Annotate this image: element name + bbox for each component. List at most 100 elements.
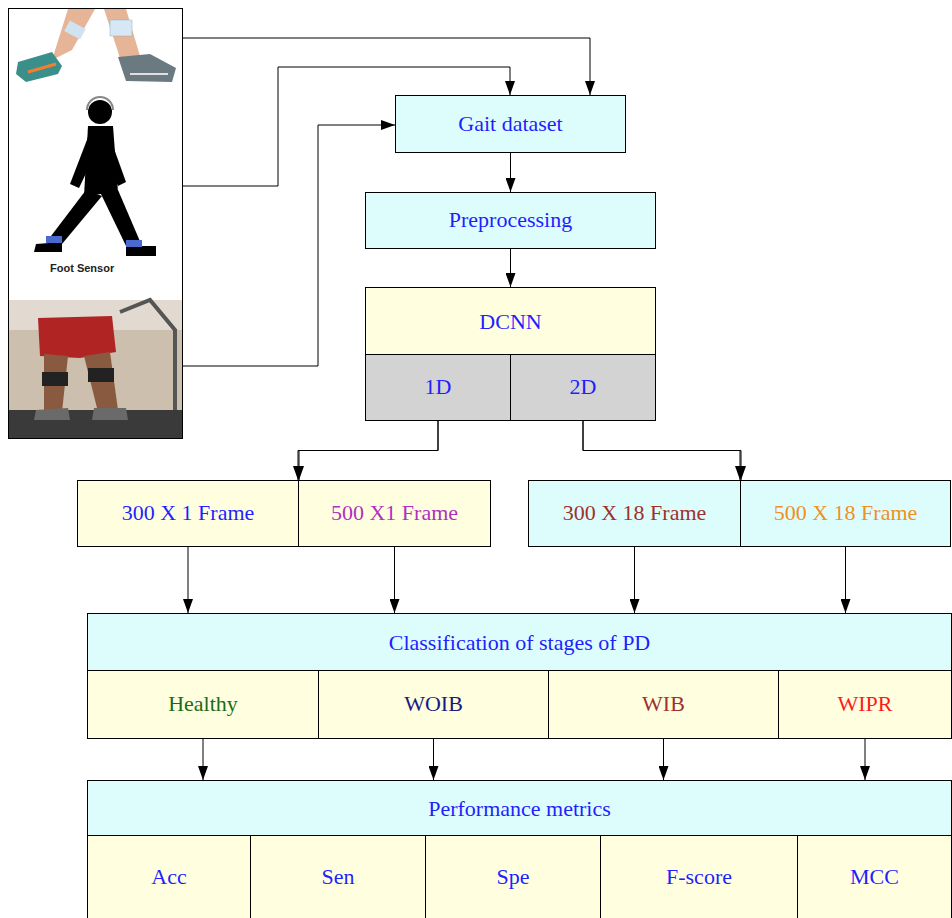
flow-arrow bbox=[663, 739, 664, 780]
leg bbox=[52, 9, 95, 60]
flow-arrow bbox=[510, 153, 511, 192]
box-label: 2D bbox=[570, 374, 597, 400]
box-label: 300 X 1 Frame bbox=[122, 500, 255, 526]
head bbox=[88, 100, 112, 124]
text-area: DCNN bbox=[366, 288, 655, 356]
flow-arrow bbox=[510, 249, 511, 287]
process-box: Gait dataset bbox=[395, 95, 626, 153]
treadmill-photo bbox=[9, 300, 182, 438]
arm bbox=[102, 132, 126, 186]
image-caption: Foot Sensor bbox=[50, 262, 114, 274]
process-box: 300 X 18 Frame bbox=[528, 480, 741, 547]
flow-arrow bbox=[634, 547, 635, 613]
knee-brace bbox=[42, 372, 68, 386]
cell-box: 2D bbox=[510, 354, 656, 421]
box-label: 500 X 18 Frame bbox=[774, 500, 918, 526]
shoe-stripe bbox=[130, 73, 168, 75]
flow-arrow bbox=[845, 547, 846, 613]
source-line bbox=[182, 125, 395, 366]
flow-arrow bbox=[433, 739, 434, 780]
sensor-band bbox=[110, 20, 132, 36]
text-area: 2D bbox=[511, 355, 655, 420]
text-area: Acc bbox=[88, 836, 250, 918]
image-panel bbox=[9, 9, 183, 439]
leg bbox=[84, 352, 118, 412]
photo-ground bbox=[9, 300, 182, 438]
flow-arrow bbox=[865, 739, 866, 780]
foot-sensor bbox=[126, 240, 142, 247]
flow-arrow bbox=[299, 421, 438, 480]
foot bbox=[34, 242, 62, 252]
shoe bbox=[34, 408, 70, 420]
text-area: Preprocessing bbox=[366, 193, 655, 248]
cell-box: Healthy bbox=[87, 670, 319, 739]
text-area: Spe bbox=[426, 836, 600, 918]
cell-box: WIPR bbox=[778, 670, 952, 739]
box-label: Sen bbox=[322, 864, 355, 890]
flow-arrow bbox=[394, 547, 395, 613]
cell-box: WOIB bbox=[318, 670, 549, 739]
flow-arrow bbox=[188, 547, 189, 613]
cell-box: Spe bbox=[425, 835, 601, 918]
process-box: 1D 2D DCNN bbox=[365, 287, 656, 421]
text-area: MCC bbox=[798, 836, 951, 918]
box-label: MCC bbox=[850, 864, 899, 890]
box-label: Spe bbox=[497, 864, 530, 890]
legs-photo bbox=[16, 9, 176, 82]
text-area: Classification of stages of PD bbox=[88, 614, 951, 672]
box-label: Healthy bbox=[168, 691, 238, 717]
text-area: 500 X1 Frame bbox=[299, 481, 490, 546]
foot bbox=[126, 246, 156, 256]
text-area: Sen bbox=[251, 836, 425, 918]
handrail bbox=[120, 300, 175, 410]
process-box: 500 X 18 Frame bbox=[740, 480, 951, 547]
text-area: WOIB bbox=[319, 671, 548, 738]
arm bbox=[70, 132, 101, 188]
flow-arrow bbox=[583, 421, 740, 480]
leg bbox=[100, 190, 142, 250]
text-area: 500 X 18 Frame bbox=[741, 481, 950, 546]
process-box: Acc Sen Spe F-score MCC Performance metrics bbox=[87, 780, 952, 918]
process-box: Healthy WOIB WIB WIPR Classification of stag… bbox=[87, 613, 952, 739]
box-label: 300 X 18 Frame bbox=[563, 500, 707, 526]
walker-silhouette bbox=[34, 97, 156, 256]
shoe bbox=[92, 408, 128, 420]
box-label: WOIB bbox=[404, 691, 463, 717]
box-label: WIB bbox=[642, 691, 685, 717]
process-box: 500 X1 Frame bbox=[298, 480, 491, 547]
box-label: Performance metrics bbox=[428, 796, 611, 822]
text-area: WIPR bbox=[779, 671, 951, 738]
leg bbox=[104, 9, 140, 58]
box-label: Acc bbox=[151, 864, 186, 890]
shoe bbox=[118, 54, 176, 82]
box-label: WIPR bbox=[838, 691, 893, 717]
text-area: 1D bbox=[366, 355, 510, 420]
text-area: WIB bbox=[549, 671, 778, 738]
shoe bbox=[16, 52, 62, 82]
leg bbox=[48, 190, 102, 244]
box-label: Preprocessing bbox=[449, 207, 572, 233]
box-label: Classification of stages of PD bbox=[389, 630, 651, 656]
flow-arrow bbox=[298, 421, 438, 480]
shoe-stripe bbox=[28, 64, 56, 72]
box-label: DCNN bbox=[479, 309, 541, 335]
cell-box: Sen bbox=[250, 835, 426, 918]
process-box: 300 X 1 Frame bbox=[77, 480, 299, 547]
headphones bbox=[87, 97, 113, 110]
process-box: Preprocessing bbox=[365, 192, 656, 249]
box-label: F-score bbox=[666, 864, 732, 890]
box-label: 1D bbox=[425, 374, 452, 400]
flow-arrow bbox=[203, 739, 204, 780]
text-area: 300 X 18 Frame bbox=[529, 481, 740, 546]
cell-box: WIB bbox=[548, 670, 779, 739]
shorts bbox=[38, 316, 116, 358]
box-label: 500 X1 Frame bbox=[331, 500, 458, 526]
text-area: Healthy bbox=[88, 671, 318, 738]
cell-box: Acc bbox=[87, 835, 251, 918]
text-area: 300 X 1 Frame bbox=[78, 481, 298, 546]
text-area: Performance metrics bbox=[88, 781, 951, 837]
flow-arrow bbox=[583, 421, 741, 480]
cell-box: MCC bbox=[797, 835, 952, 918]
foot-sensor bbox=[46, 236, 62, 243]
